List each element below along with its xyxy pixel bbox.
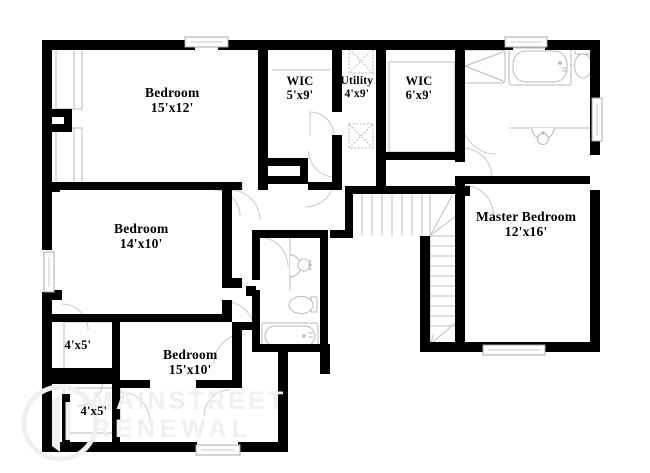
room-name: Bedroom xyxy=(114,221,169,236)
bathtub-master-icon xyxy=(508,47,572,86)
room-dimensions: 15'x10' xyxy=(168,362,212,378)
room-name: WIC xyxy=(286,74,314,88)
toilet-master-icon xyxy=(574,47,592,79)
room-dimensions: 4'x5' xyxy=(64,338,92,352)
toilet-hall-icon xyxy=(288,296,318,314)
room-dimensions: 12'x16' xyxy=(504,224,548,240)
room-name: Master Bedroom xyxy=(476,209,577,224)
window-master-bath-top xyxy=(504,36,548,48)
watermark-logo-icon xyxy=(21,384,99,462)
room-label-closet-2: 4'x5' xyxy=(81,404,108,418)
room-name: WIC xyxy=(405,74,433,88)
room-label-closet-1: 4'x5' xyxy=(65,338,92,352)
room-dimensions: 15'x12' xyxy=(150,100,194,116)
bathtub-hall-icon xyxy=(261,322,319,350)
window-master-bath-right xyxy=(591,97,603,142)
room-dimensions: 4'x9' xyxy=(344,87,370,100)
vanity-hall-icon xyxy=(289,237,312,290)
shower-stall-icon xyxy=(460,49,506,84)
room-dimensions: 14'x10' xyxy=(119,236,163,252)
room-name: Bedroom xyxy=(145,85,200,100)
vanity-master-icon xyxy=(509,127,598,145)
room-dimensions: 6'x9' xyxy=(405,88,433,102)
room-name: Utility xyxy=(340,75,374,87)
room-dimensions: 5'x9' xyxy=(286,88,314,102)
windows-layer xyxy=(43,36,603,456)
staircase xyxy=(351,194,459,345)
room-dimensions: 4'x5' xyxy=(80,404,108,418)
washer-dryer-hookups xyxy=(348,48,374,149)
window-bedroom-1-top xyxy=(184,36,229,48)
window-bedroom-2-left xyxy=(43,251,55,293)
shelf-wic-2 xyxy=(388,61,456,153)
fixtures-layer xyxy=(55,45,598,434)
window-bedroom-3-bottom xyxy=(195,444,241,456)
closet-1-outline xyxy=(63,321,115,376)
room-name: Bedroom xyxy=(163,347,218,362)
window-master-bedroom-bottom xyxy=(482,344,546,356)
